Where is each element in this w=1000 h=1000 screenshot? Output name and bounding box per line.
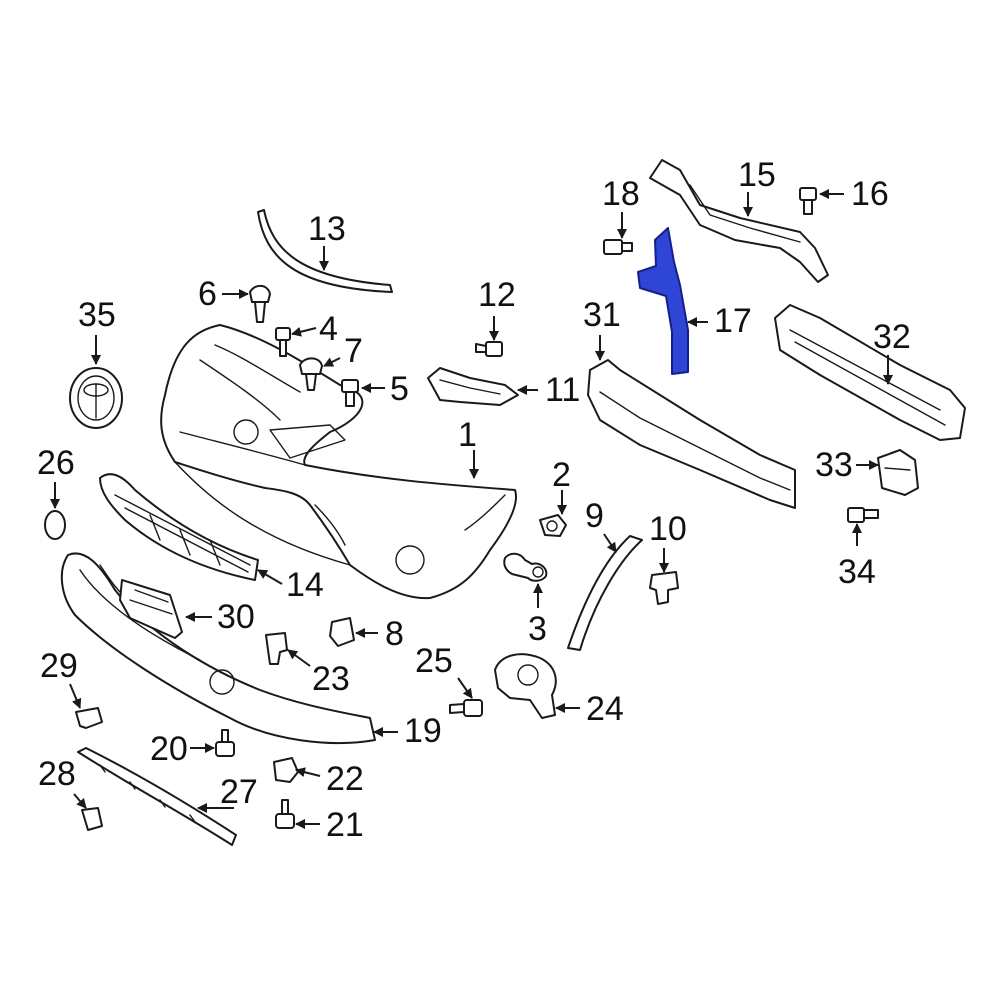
callout-6: 6 — [198, 275, 217, 313]
bracket-28[interactable] — [81, 807, 103, 831]
callout-32: 32 — [873, 318, 911, 356]
strip-27[interactable] — [77, 747, 237, 846]
callout-8: 8 — [385, 615, 404, 653]
callout-23: 23 — [312, 660, 350, 698]
callout-21: 21 — [326, 806, 364, 844]
callout-3: 3 — [528, 610, 547, 648]
callout-2: 2 — [552, 456, 571, 494]
reinforcement-32[interactable] — [774, 304, 966, 441]
callout-18: 18 — [602, 175, 640, 213]
bolt-12[interactable] — [475, 341, 503, 357]
callout-16: 16 — [851, 175, 889, 213]
molding-13[interactable] — [257, 209, 393, 293]
bolt-34[interactable] — [847, 507, 879, 523]
callout-26: 26 — [37, 444, 75, 482]
support-15[interactable] — [649, 159, 829, 283]
fog-lamp-3[interactable] — [503, 552, 548, 582]
callout-17: 17 — [714, 302, 752, 340]
callout-10: 10 — [649, 510, 687, 548]
callout-27: 27 — [220, 773, 258, 811]
callout-5: 5 — [390, 370, 409, 408]
retainer-6[interactable] — [249, 284, 271, 323]
screw-21[interactable] — [275, 799, 295, 829]
callout-7: 7 — [344, 332, 363, 370]
clip-8[interactable] — [329, 617, 355, 647]
callout-9: 9 — [585, 497, 604, 535]
bolt-16[interactable] — [799, 187, 817, 215]
bracket-11[interactable] — [427, 367, 519, 406]
callout-14: 14 — [286, 566, 324, 604]
callout-35: 35 — [78, 296, 116, 334]
fog-lamp-bracket-24[interactable] — [494, 653, 557, 719]
callout-30: 30 — [217, 598, 255, 636]
bracket-10[interactable] — [649, 571, 679, 605]
clip-22[interactable] — [273, 757, 299, 783]
bracket-17-highlighted[interactable] — [637, 227, 689, 375]
energy-absorber-31[interactable] — [587, 359, 796, 509]
callout-12: 12 — [478, 276, 516, 314]
bracket-29[interactable] — [75, 707, 103, 729]
callout-13: 13 — [308, 210, 346, 248]
bumper-cover[interactable] — [160, 324, 517, 600]
license-bracket-30[interactable] — [119, 579, 183, 639]
callout-24: 24 — [586, 690, 624, 728]
callout-29: 29 — [40, 647, 78, 685]
callout-20: 20 — [150, 730, 188, 768]
screw-20[interactable] — [215, 729, 235, 757]
cap-26[interactable] — [44, 510, 66, 540]
callout-15: 15 — [738, 156, 776, 194]
callout-34: 34 — [838, 553, 876, 591]
callout-4: 4 — [319, 310, 338, 348]
bracket-33[interactable] — [877, 449, 919, 496]
retainer-7[interactable] — [299, 357, 323, 391]
bolt-4[interactable] — [275, 327, 291, 357]
callout-25: 25 — [415, 642, 453, 680]
callout-19: 19 — [404, 712, 442, 750]
bolt-18[interactable] — [603, 239, 633, 255]
molding-9[interactable] — [567, 535, 643, 651]
bolt-5[interactable] — [341, 379, 359, 407]
lower-bumper-19[interactable] — [60, 552, 376, 745]
callout-33: 33 — [815, 446, 853, 484]
callout-1: 1 — [458, 416, 477, 454]
bracket-23[interactable] — [265, 632, 288, 665]
lower-grille-14[interactable] — [99, 473, 259, 581]
callout-11: 11 — [545, 371, 580, 409]
callout-28: 28 — [38, 755, 76, 793]
clip-2[interactable] — [539, 514, 567, 537]
callout-labels: 1 2 3 4 5 6 7 8 9 10 11 12 13 14 15 16 1… — [37, 156, 911, 844]
callout-31: 31 — [583, 296, 621, 334]
callout-22: 22 — [326, 760, 364, 798]
bolt-25[interactable] — [449, 699, 483, 717]
leader-lines — [50, 189, 893, 829]
emblem-35[interactable] — [69, 367, 123, 429]
